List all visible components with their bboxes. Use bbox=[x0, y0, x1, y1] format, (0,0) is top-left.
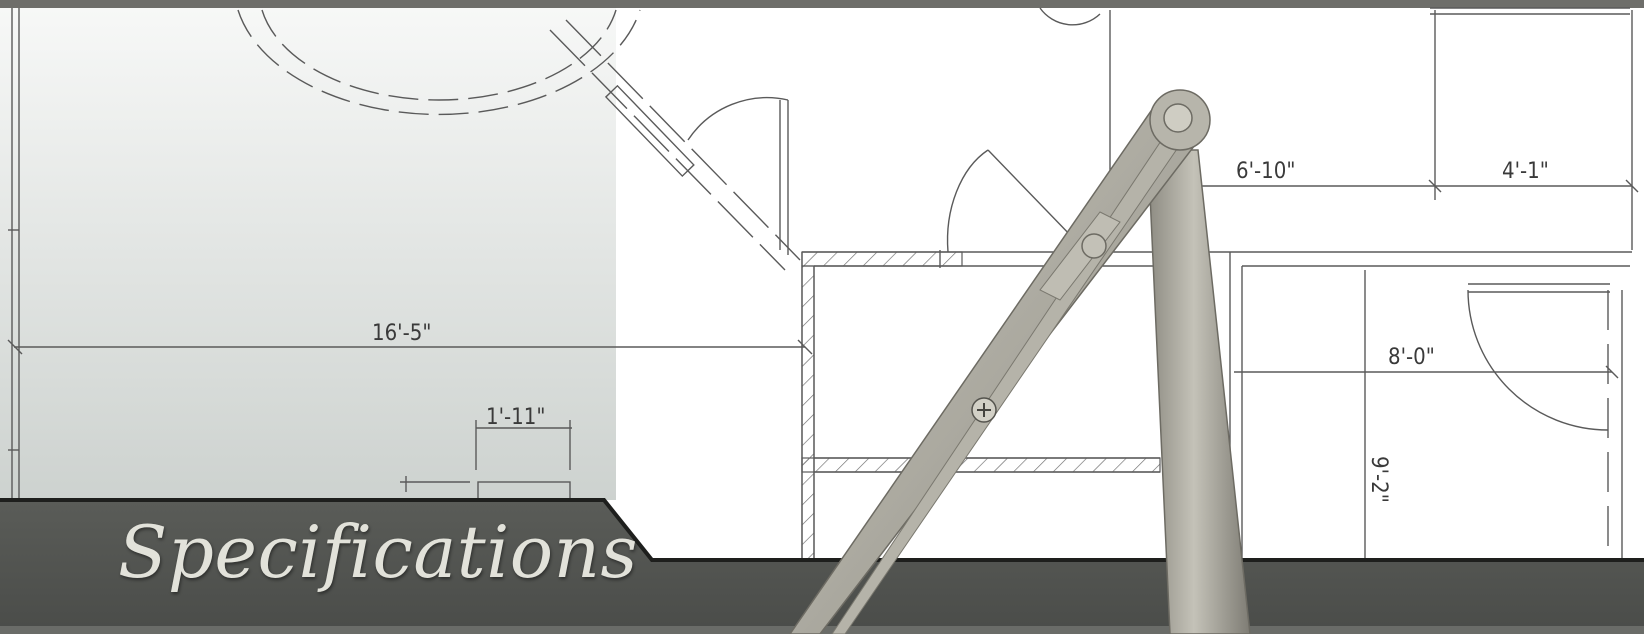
hatched-wall-middle bbox=[801, 457, 1161, 473]
dimension-label-16-5: 16'-5" bbox=[372, 321, 431, 346]
hatched-wall-left bbox=[801, 265, 815, 561]
top-border bbox=[0, 0, 1644, 8]
dimension-label-9-2: 9'-2" bbox=[1366, 456, 1391, 503]
dimension-label-8-0: 8'-0" bbox=[1388, 345, 1435, 370]
dimension-label-4-1: 4'-1" bbox=[1502, 159, 1549, 184]
title-band-edge bbox=[0, 498, 1644, 562]
hatched-wall-top bbox=[801, 251, 963, 267]
dimension-label-6-10: 6'-10" bbox=[1236, 159, 1295, 184]
page-title: Specifications bbox=[118, 510, 638, 594]
dimension-label-1-11: 1'-11" bbox=[486, 405, 545, 430]
door-closer-arm bbox=[789, 89, 1211, 634]
